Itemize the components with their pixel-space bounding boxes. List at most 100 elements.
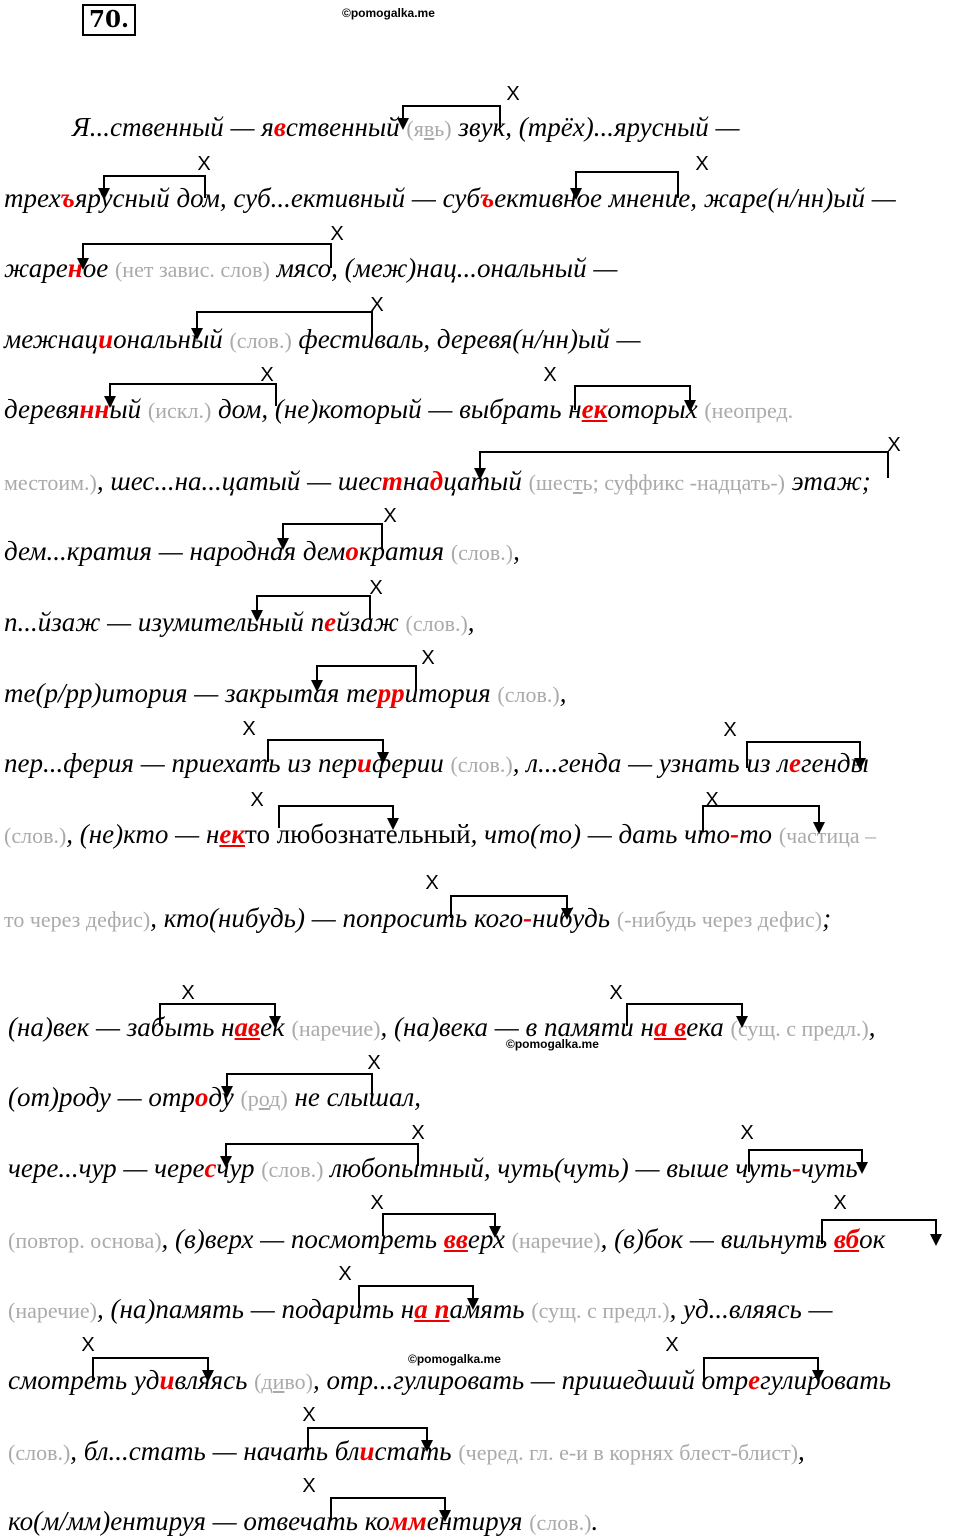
text-segment: (сущ. с предл.) [730, 1016, 869, 1041]
main-word-marker: X [506, 83, 519, 105]
text-segment: е [324, 607, 337, 637]
text-segment: ек [581, 394, 608, 424]
text-segment: (нет завис. слов) [114, 257, 270, 282]
dependency-arrow: X [302, 1404, 433, 1452]
dependency-arrow: X [250, 789, 399, 830]
text-segment: и [357, 748, 373, 778]
dependency-arrow: X [397, 83, 520, 130]
dependency-arrow: X [609, 982, 748, 1028]
text-line: (от)роду — отроду (род) не слышал, [8, 1082, 421, 1113]
main-word-marker: X [705, 789, 718, 811]
text-segment: на [402, 466, 430, 496]
text-segment: т [381, 466, 403, 496]
text-segment: йзаж [336, 607, 406, 637]
text-segment: (слов.) [405, 611, 468, 636]
text-segment: ъ [479, 183, 495, 213]
main-word-marker: X [411, 1122, 424, 1144]
dependency-arrow: X [543, 364, 696, 412]
text-segment: смотреть уд [8, 1365, 160, 1395]
main-word-marker: X [242, 718, 255, 740]
dependency-arrow: X [821, 1192, 942, 1246]
text-line: (повтор. основа), (в)верх — посмотреть в… [8, 1224, 885, 1255]
text-segment: во) [284, 1369, 313, 1394]
text-segment: ственный [285, 112, 407, 142]
text-segment: ярусный дом, суб...ективный — суб [74, 183, 480, 213]
text-segment: трех [4, 183, 61, 213]
main-word-marker: X [369, 577, 382, 599]
dependency-arrow: X [77, 223, 344, 270]
main-word-marker: X [330, 223, 343, 245]
text-segment: (д [254, 1369, 273, 1394]
text-segment: , (на)память — подарить н [97, 1294, 415, 1324]
text-segment: д [429, 466, 444, 496]
text-segment: ко(м/мм)ентируя — отвечать ко [8, 1506, 390, 1536]
text-segment: (я [406, 116, 424, 141]
dependency-arrow: X [370, 1192, 501, 1238]
text-segment: (слов.) [450, 540, 514, 565]
text-segment: (частица – [778, 823, 877, 848]
dependency-arrow: X [104, 364, 277, 408]
text-segment: итория [404, 678, 498, 708]
text-segment: любопытный, чуть(чуть) — выше чуть [323, 1153, 792, 1183]
main-word-marker: X [723, 719, 736, 741]
text-segment: (-нибудь через дефис) [616, 907, 823, 932]
text-segment: (от)роду — отр [8, 1082, 195, 1112]
text-segment: (слов.) [529, 1510, 592, 1535]
dependency-arrow: X [474, 434, 901, 480]
text-segment: деревя [4, 394, 80, 424]
text-segment: (искл.) [147, 398, 212, 423]
text-segment: (наречие) [511, 1228, 601, 1253]
text-segment: ав [234, 1012, 261, 1042]
text-segment: (слов.) [450, 752, 513, 777]
dependency-arrow: X [159, 982, 281, 1028]
text-segment: в [423, 116, 435, 141]
text-segment: - [730, 819, 740, 849]
text-segment: и [272, 1369, 285, 1394]
main-word-marker: X [383, 505, 396, 527]
dependency-arrow: X [311, 647, 435, 692]
text-segment: этаж; [785, 466, 871, 496]
text-segment: с [204, 1153, 217, 1183]
main-word-marker: X [302, 1475, 315, 1497]
text-segment: (наречие) [291, 1016, 381, 1041]
text-segment: , [868, 1012, 876, 1042]
text-segment: о [345, 536, 359, 566]
text-segment: жаре [4, 253, 68, 283]
text-segment: , (в)бок — вильнуть [600, 1224, 834, 1254]
watermark-middle: ©pomogalka.me [506, 1037, 599, 1051]
text-segment: кратия [358, 536, 451, 566]
dependency-arrow: X [570, 153, 709, 200]
text-segment: е [789, 748, 801, 778]
dependency-arrow: X [220, 1122, 425, 1168]
text-segment: то любознательный [245, 819, 471, 849]
text-line: трехъярусный дом, суб...ективный — субъе… [4, 183, 896, 214]
dependency-arrow: X [425, 872, 573, 920]
watermark-top: ©pomogalka.me [342, 6, 435, 20]
text-segment: а в [653, 1012, 687, 1042]
text-segment: ективное мнение, жаре(н/нн)ый — [494, 183, 896, 213]
text-segment: вв [443, 1224, 468, 1254]
text-segment: в [273, 112, 286, 142]
text-segment: , (на)века — в памяти н [380, 1012, 654, 1042]
text-segment: ъ [60, 183, 75, 213]
main-word-marker: X [543, 364, 556, 386]
dependency-arrow: X [338, 1263, 479, 1310]
text-segment: п...йзаж — изумительный п [4, 607, 325, 637]
dependency-arrow: X [665, 1334, 824, 1382]
text-line: то через дефис), кто(нибудь) — попросить… [4, 903, 831, 934]
main-word-marker: X [833, 1192, 846, 1214]
text-segment: , [798, 1436, 805, 1466]
text-segment: не слышал, [287, 1082, 422, 1112]
text-segment: ь) [434, 116, 452, 141]
text-segment: а п [414, 1294, 450, 1324]
text-line: местоим.), шес...на...цатый — шестнадцат… [4, 466, 871, 497]
text-segment: (р [240, 1086, 259, 1111]
text-segment: , кто(нибудь) — попросить кого [150, 903, 524, 933]
text-segment: (черед. гл. е-и в корнях блест-блист) [458, 1440, 799, 1465]
text-segment: и [159, 1365, 175, 1395]
main-word-marker: X [260, 364, 273, 386]
text-segment: (слов.) [4, 823, 67, 848]
text-segment: межнац [4, 324, 99, 354]
main-word-marker: X [181, 982, 194, 1004]
